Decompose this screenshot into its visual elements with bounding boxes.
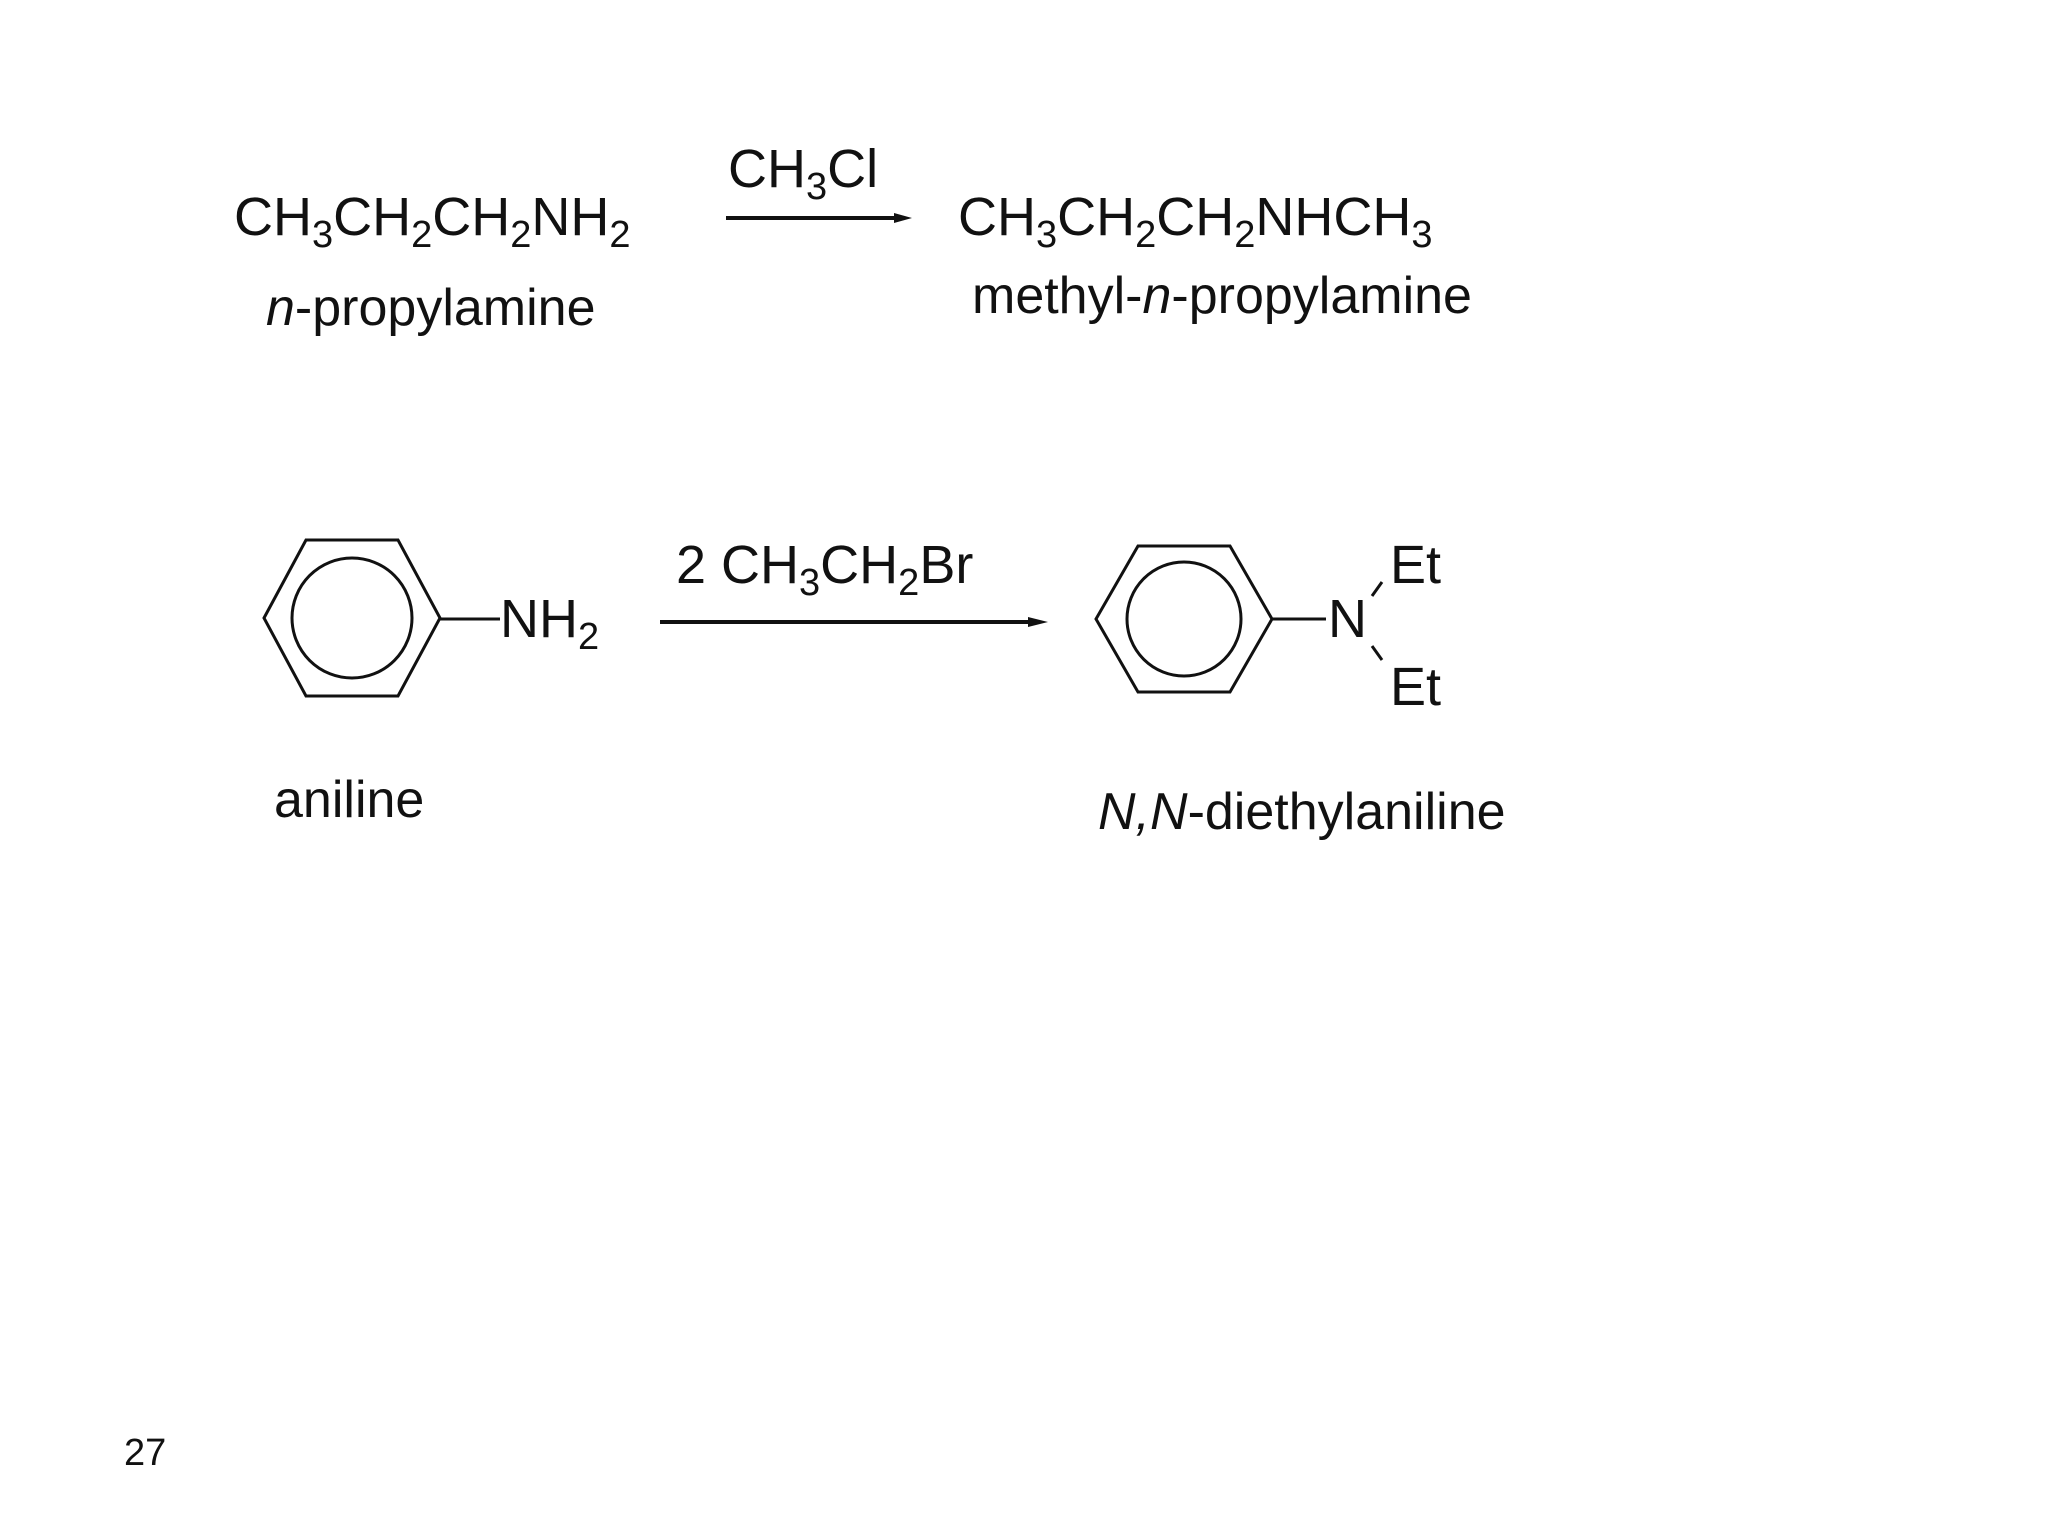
n-ethyl-bond-top-icon	[1370, 581, 1384, 597]
reactant1-name: n-propylamine	[266, 279, 596, 337]
product2-name: N,N-diethylaniline	[1098, 783, 1506, 841]
formula-part: CH2	[333, 187, 433, 256]
formula-part: CH2	[1057, 187, 1157, 256]
reactant1-formula: CH3CH2CH2NH2	[234, 187, 631, 256]
formula-part: CH2	[432, 187, 532, 256]
formula-part: CH2	[1156, 187, 1256, 256]
benzene-ring-icon	[262, 538, 442, 698]
product1-formula: CH3CH2CH2NHCH3	[958, 187, 1433, 256]
c-n-bond-icon	[440, 617, 500, 621]
reaction2-reagent: 2 CH3CH2Br	[676, 535, 974, 604]
slide-number: 27	[124, 1432, 167, 1474]
ethyl-group-top: Et	[1390, 535, 1442, 595]
formula-part: CH3	[234, 187, 334, 256]
formula-part: CH3	[958, 187, 1058, 256]
n-ethyl-bond-bottom-icon	[1370, 645, 1384, 661]
formula-part: NH2	[531, 187, 631, 256]
reactant2-name: aniline	[274, 771, 425, 829]
product1-name: methyl-n-propylamine	[972, 267, 1472, 325]
ethyl-group-bottom: Et	[1390, 657, 1442, 717]
benzene-ring-icon	[1094, 544, 1274, 694]
reaction2-arrow	[660, 617, 1048, 627]
reaction1-arrow	[726, 213, 912, 223]
formula-part: NHCH3	[1255, 187, 1433, 256]
reaction1-reagent: CH3Cl	[728, 139, 879, 208]
c-n-bond-icon	[1272, 617, 1326, 621]
nitrogen-atom: N	[1328, 589, 1367, 649]
aniline-amino-group: NH2	[500, 589, 600, 658]
